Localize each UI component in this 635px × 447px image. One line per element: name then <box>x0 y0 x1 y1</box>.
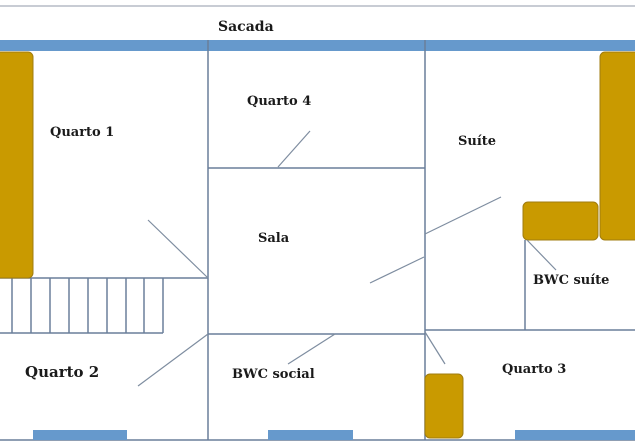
door-bwc-social <box>287 333 336 365</box>
label-quarto2: Quarto 2 <box>25 363 99 381</box>
stairs <box>11 278 164 333</box>
door-bwc-suite <box>526 239 557 271</box>
door-quarto3 <box>424 331 446 365</box>
label-suite: Suíte <box>458 134 496 149</box>
window-quarto2 <box>33 430 127 440</box>
door-suite <box>424 196 502 235</box>
label-quarto4: Quarto 4 <box>247 94 311 109</box>
cabinet-suite <box>522 201 599 241</box>
window-bwc-social <box>268 430 353 440</box>
window-quarto3 <box>515 430 635 440</box>
doors <box>137 130 557 387</box>
door-quarto2 <box>137 333 209 387</box>
door-quarto4 <box>277 130 311 168</box>
door-sala-suite <box>369 256 425 284</box>
label-quarto3: Quarto 3 <box>502 362 566 377</box>
label-sala: Sala <box>258 231 290 246</box>
label-bwc-social: BWC social <box>232 367 315 382</box>
door-quarto1 <box>147 219 209 279</box>
balcony-window-strip <box>0 40 635 51</box>
label-quarto1: Quarto 1 <box>50 125 114 140</box>
windows <box>33 430 635 440</box>
label-bwc-suite: BWC suíte <box>533 273 609 288</box>
furniture <box>0 51 635 439</box>
wardrobe-suite <box>599 51 635 241</box>
wardrobe-quarto1 <box>0 51 34 279</box>
label-sacada: Sacada <box>218 19 274 35</box>
wardrobe-quarto3 <box>424 373 464 439</box>
